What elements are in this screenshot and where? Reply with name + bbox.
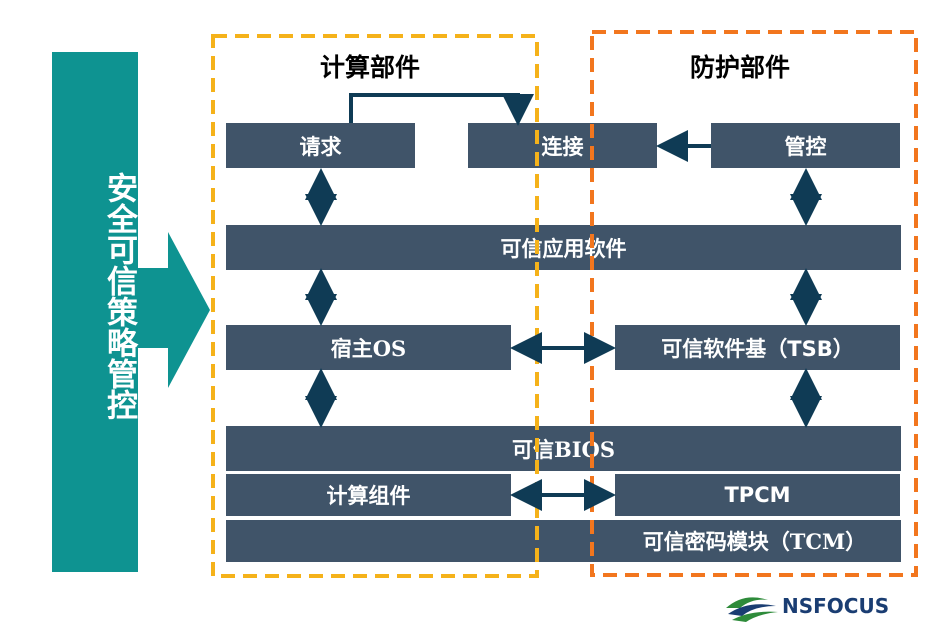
policy-label: 安全可信策略管控 [101, 172, 137, 420]
request-block: 请求 [226, 123, 415, 168]
compute-component-block: 计算组件 [226, 474, 511, 516]
policy-arrow [52, 52, 210, 572]
compute-group-box [211, 34, 539, 578]
tcm-block: 可信密码模块（TCM） [608, 520, 901, 562]
nsfocus-logo: NSFOCUS [724, 590, 924, 624]
tpcm-block: TPCM [615, 474, 900, 516]
request-to-connect-arrow [349, 93, 534, 126]
trusted-bios-block: 可信BIOS [226, 426, 901, 471]
compute-heading: 计算部件 [320, 53, 421, 82]
trusted-app-block: 可信应用软件 [226, 225, 901, 270]
protect-heading: 防护部件 [690, 53, 791, 82]
connect-block: 连接 [468, 123, 657, 168]
tsb-block: 可信软件基（TSB） [615, 325, 900, 370]
control-block: 管控 [711, 123, 900, 168]
protect-group-box [590, 30, 918, 577]
host-os-block: 宿主OS [226, 325, 511, 370]
tcm-row-left [226, 520, 616, 562]
nsfocus-logo-text: NSFOCUS [782, 594, 890, 618]
nsfocus-logo-icon [726, 597, 778, 622]
